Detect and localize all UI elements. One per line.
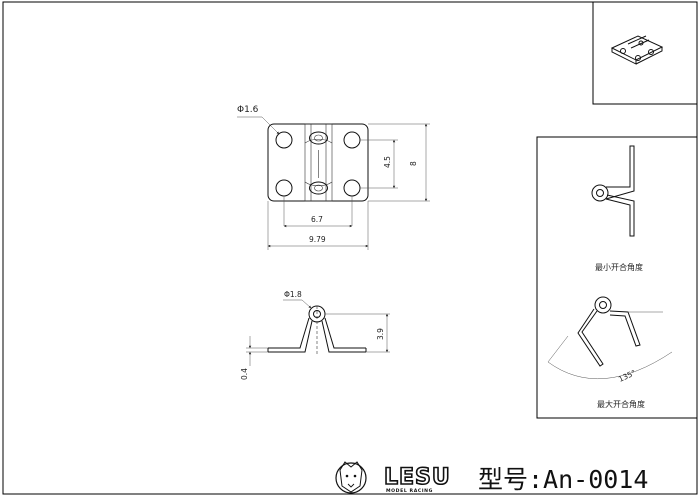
min-angle-caption: 最小开合角度 bbox=[595, 262, 643, 272]
hole-spacing-label: 6.7 bbox=[311, 215, 323, 224]
pin-height-label: 3.9 bbox=[376, 328, 385, 340]
mounting-hole bbox=[343, 179, 361, 197]
knuckle-slot bbox=[309, 181, 328, 195]
side-view: Φ1.8 3.9 0.4 bbox=[240, 290, 390, 380]
mounting-hole bbox=[275, 131, 293, 149]
overall-width-label: 9.79 bbox=[309, 235, 326, 244]
isometric-preview bbox=[592, 1, 698, 105]
hinge-plate-outline bbox=[267, 123, 369, 202]
preview-frame bbox=[592, 1, 698, 105]
mounting-hole bbox=[343, 131, 361, 149]
knuckle-slot bbox=[309, 131, 328, 145]
angle-sweep-arc bbox=[547, 351, 673, 379]
inner-height-label: 4.5 bbox=[383, 156, 392, 168]
left-leaf-profile bbox=[267, 317, 313, 353]
hinge-knuckle bbox=[304, 123, 333, 202]
brand-tagline: MODEL RACING bbox=[386, 488, 433, 494]
max-angle-value: 135° bbox=[617, 368, 637, 384]
min-angle-figure bbox=[591, 145, 635, 237]
max-angle-caption: 最大开合角度 bbox=[597, 399, 645, 409]
right-leaf-profile bbox=[321, 317, 367, 353]
hole-diameter-label: Φ1.6 bbox=[237, 105, 259, 115]
top-view: Φ1.6 6.7 9.79 4.5 8 bbox=[237, 105, 430, 250]
pin-diameter-label: Φ1.8 bbox=[284, 290, 302, 299]
opening-angle-panel: 最小开合角度 135° 最大开合角度 bbox=[536, 136, 698, 419]
lion-logo bbox=[335, 461, 367, 494]
brand-wordmark: LESU bbox=[384, 465, 451, 490]
mounting-hole bbox=[275, 179, 293, 197]
model-number: 型号:An-0014 bbox=[478, 465, 648, 494]
angle-panel-frame bbox=[536, 136, 698, 419]
plate-thickness-label: 0.4 bbox=[240, 368, 249, 380]
title-block: LESU MODEL RACING 型号:An-0014 bbox=[335, 461, 648, 494]
max-angle-figure bbox=[547, 296, 673, 379]
overall-height-label: 8 bbox=[409, 161, 418, 166]
